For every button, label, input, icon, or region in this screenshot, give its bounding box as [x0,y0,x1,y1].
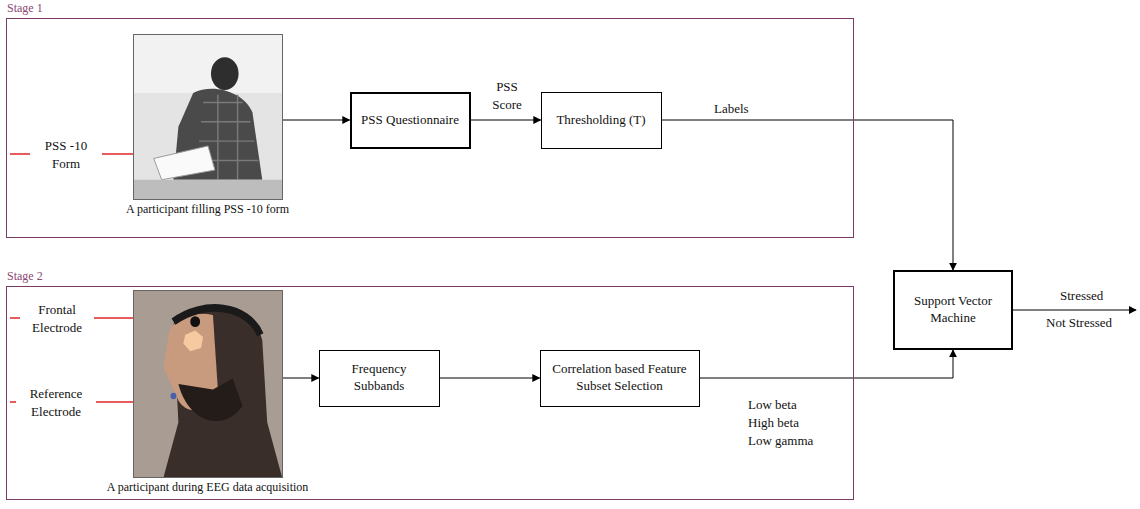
photo-illustration [134,291,282,477]
participant-photo: A participant filling PSS -10 form [133,34,283,200]
classifier-box: Support Vector Machine [893,270,1013,350]
edge-label: Labels [714,100,749,118]
process-box: PSS Questionnaire [350,92,471,149]
output-arrow [1013,310,1136,311]
connector-arrow [283,378,319,379]
feature-label: Low gamma [748,432,813,450]
stage-panel: Stage 1A participant filling PSS -10 for… [6,18,854,238]
box-label: Correlation based Feature Subset Selecti… [549,361,691,395]
box-label: Thresholding (T) [556,112,645,129]
process-box: Correlation based Feature Subset Selecti… [540,350,700,407]
box-label: Support Vector Machine [903,293,1003,327]
stage-panel: Stage 2A participant during EEG data acq… [6,286,854,500]
feature-label: Low beta [748,396,797,414]
photo-illustration [134,35,282,199]
callout-label: PSS -10 Form [30,137,102,172]
callout-label: Frontal Electrode [20,301,94,336]
panel-heading: Stage 1 [7,1,43,16]
panel-heading: Stage 2 [7,269,43,284]
box-label: Frequency Subbands [328,361,431,395]
connector-arrow [662,120,954,270]
process-box: Frequency Subbands [319,350,440,407]
photo-caption: A participant filling PSS -10 form [126,202,289,217]
connector-arrow [700,350,954,378]
participant-photo: A participant during EEG data acquisitio… [133,290,283,478]
edge-label: PSS Score [484,78,530,113]
feature-label: High beta [748,414,799,432]
callout-label: Reference Electrode [16,385,96,420]
connector-arrow [283,120,350,121]
output-label: Stressed [1060,287,1103,305]
photo-caption: A participant during EEG data acquisitio… [107,480,309,495]
process-box: Thresholding (T) [541,92,662,149]
output-label: Not Stressed [1046,314,1112,332]
box-label: PSS Questionnaire [361,112,459,129]
connector-arrow [440,378,540,379]
connector-arrow [471,120,541,121]
